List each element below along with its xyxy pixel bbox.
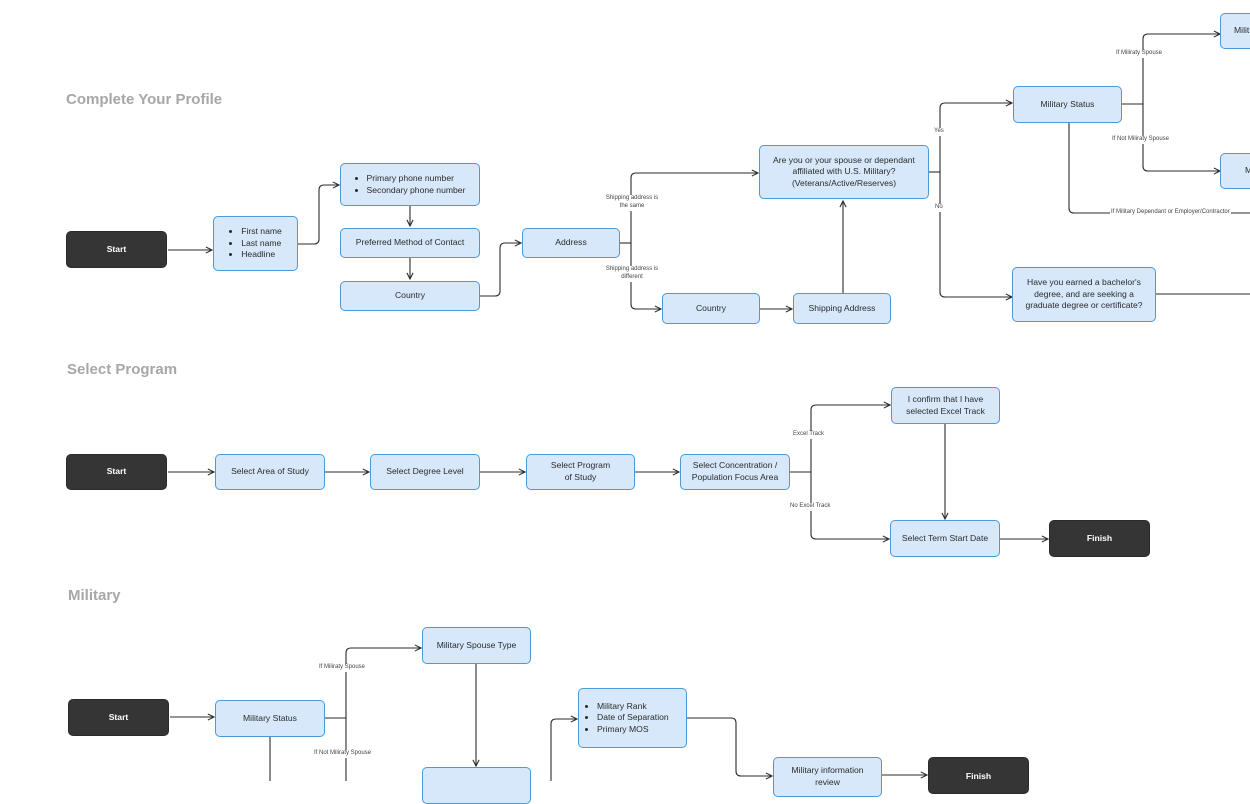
edge-m-left-to-rank (550, 719, 577, 781)
list-item: Primary MOS (597, 724, 669, 736)
edge-label-if-spouse-military: If Miliraty Spouse (318, 664, 367, 672)
edge-status-not-spouse (1142, 104, 1220, 171)
military-status-label: Military Status (1040, 98, 1095, 109)
military-section-status-node[interactable]: Military Status (215, 700, 325, 737)
connector-layer (168, 0, 1250, 781)
address-label: Address (555, 237, 587, 248)
edge-label-shipping-different: Shipping address is different (603, 266, 661, 282)
name-fields-list: First name Last name Headline (229, 226, 282, 261)
program-start-label: Start (106, 466, 127, 477)
select-term-label: Select Term Start Date (901, 532, 989, 543)
list-item: Primary phone number (367, 173, 466, 185)
clipped-military-node-top[interactable]: Milit (1220, 13, 1250, 49)
select-area-label: Select Area of Study (231, 466, 309, 477)
country-node[interactable]: Country (340, 281, 480, 311)
military-finish-node[interactable]: Finish (928, 757, 1029, 794)
military-section-status-label: Military Status (243, 712, 297, 723)
edge-label-if-not-spouse-top: If Not Miliraty Spouse (1111, 136, 1171, 144)
military-start-node[interactable]: Start (68, 699, 169, 736)
program-finish-label: Finish (1086, 532, 1113, 543)
program-finish-node[interactable]: Finish (1049, 520, 1150, 557)
military-rank-fields-node[interactable]: Military Rank Date of Separation Primary… (578, 688, 687, 748)
military-clipped-node[interactable] (422, 767, 531, 804)
select-program-node[interactable]: Select Program of Study (526, 454, 635, 490)
profile-start-label: Start (106, 243, 127, 254)
edge-country-to-address (480, 243, 521, 297)
shipping-address-node[interactable]: Shipping Address (793, 293, 891, 324)
clipped-military-label-top: Milit (1234, 25, 1250, 36)
confirm-excel-track-label: I confirm that I have selected Excel Tra… (906, 393, 985, 416)
clipped-military-node-mid[interactable]: M (1220, 153, 1250, 189)
military-status-node[interactable]: Military Status (1013, 86, 1122, 123)
edge-affiliated-yes (939, 103, 1012, 172)
edge-label-no-excel-track: No Excel Track (789, 503, 832, 511)
list-item: Last name (241, 238, 282, 250)
edge-m-rank-to-info (687, 717, 772, 776)
edge-label-no: No (934, 204, 944, 212)
edge-m-status-spouse (345, 648, 421, 718)
edge-name-to-phone (298, 185, 339, 245)
edge-label-yes: Yes (933, 128, 945, 136)
military-spouse-type-node[interactable]: Military Spouse Type (422, 627, 531, 664)
military-info-review-label: Military information review (791, 765, 864, 787)
edge-address-to-country2 (630, 243, 661, 309)
list-item: Military Rank (597, 701, 669, 713)
military-start-label: Start (108, 711, 129, 722)
military-affiliation-label: Are you or your spouse or dependant affi… (773, 154, 915, 188)
clipped-military-label-mid: M (1245, 165, 1250, 177)
edge-address-to-affiliated (630, 173, 758, 243)
military-finish-label: Finish (965, 771, 992, 781)
military-affiliation-node[interactable]: Are you or your spouse or dependant affi… (759, 145, 929, 199)
country-secondary-label: Country (695, 302, 727, 313)
section-title-military: Military (68, 587, 121, 604)
select-concentration-label: Select Concentration / Population Focus … (691, 460, 779, 482)
edge-excel-track (810, 405, 890, 472)
military-rank-fields-list: Military Rank Date of Separation Primary… (585, 701, 669, 736)
country-secondary-node[interactable]: Country (662, 293, 760, 324)
edge-no-excel-track (810, 472, 889, 539)
military-spouse-type-label: Military Spouse Type (436, 639, 517, 650)
address-node[interactable]: Address (522, 228, 620, 258)
edge-label-if-spouse-top: If Miliraty Spouse (1115, 50, 1164, 58)
select-area-node[interactable]: Select Area of Study (215, 454, 325, 490)
phone-fields-list: Primary phone number Secondary phone num… (355, 173, 466, 196)
edge-label-shipping-same: Shipping address is the same (603, 195, 661, 211)
select-degree-node[interactable]: Select Degree Level (370, 454, 480, 490)
section-title-program: Select Program (67, 361, 178, 378)
country-label: Country (394, 290, 426, 301)
edge-affiliated-no (939, 172, 1012, 297)
section-title-profile: Complete Your Profile (66, 91, 223, 108)
edge-label-if-not-spouse-military: If Not Miliraty Spouse (313, 750, 373, 758)
military-info-review-node[interactable]: Military information review (773, 757, 882, 797)
bachelor-degree-node[interactable]: Have you earned a bachelor's degree, and… (1012, 267, 1156, 322)
select-program-label: Select Program of Study (550, 460, 611, 482)
edge-label-excel-track: Excel Track (792, 431, 826, 439)
edge-status-spouse (1142, 34, 1220, 104)
contact-method-node[interactable]: Preferred Method of Contact (340, 228, 480, 258)
select-term-node[interactable]: Select Term Start Date (890, 520, 1000, 557)
list-item: Date of Separation (597, 712, 669, 724)
shipping-address-label: Shipping Address (808, 302, 876, 313)
list-item: Secondary phone number (367, 185, 466, 197)
bachelor-degree-label: Have you earned a bachelor's degree, and… (1025, 277, 1143, 311)
profile-start-node[interactable]: Start (66, 231, 167, 268)
name-fields-node[interactable]: First name Last name Headline (213, 216, 298, 271)
list-item: Headline (241, 249, 282, 261)
list-item: First name (241, 226, 282, 238)
edge-label-if-dependant: If Military Dependant or Employer/Contra… (1110, 209, 1231, 217)
confirm-excel-track-node[interactable]: I confirm that I have selected Excel Tra… (891, 387, 1000, 424)
select-degree-label: Select Degree Level (386, 466, 464, 477)
program-start-node[interactable]: Start (66, 454, 167, 490)
phone-fields-node[interactable]: Primary phone number Secondary phone num… (340, 163, 480, 206)
select-concentration-node[interactable]: Select Concentration / Population Focus … (680, 454, 790, 490)
edge-status-dependant (1068, 123, 1250, 214)
contact-method-label: Preferred Method of Contact (355, 237, 465, 248)
